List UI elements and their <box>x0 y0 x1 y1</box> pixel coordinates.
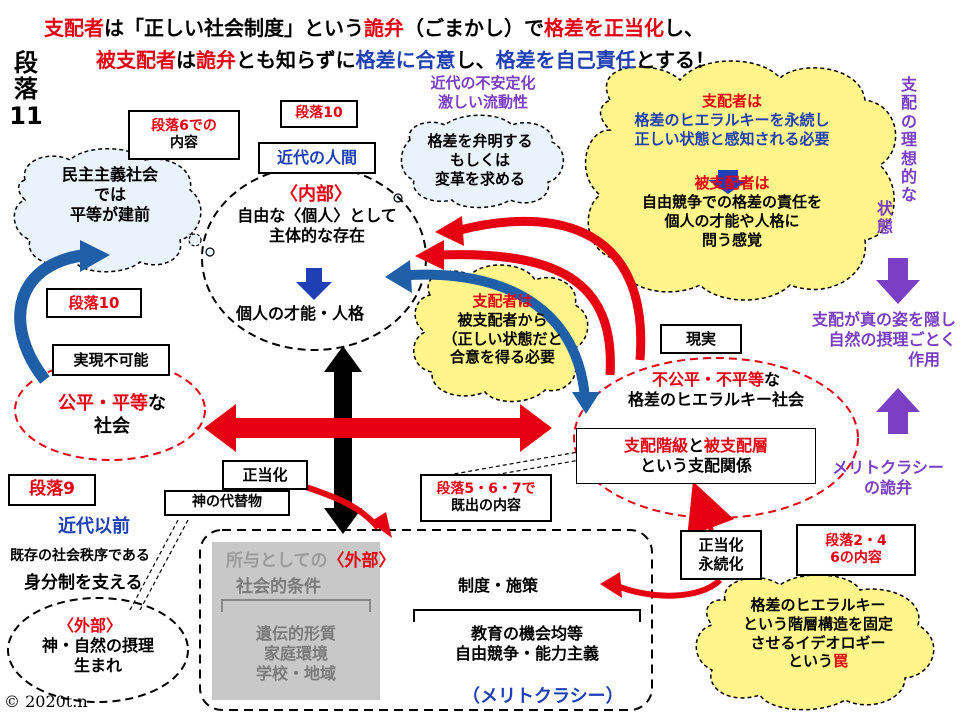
header-consent: 格差に合意 <box>355 48 456 72</box>
brace-gray <box>221 599 371 612</box>
outer-items: 神・自然の摂理 生まれ <box>41 636 154 675</box>
ref-para6-sub: 内容 <box>170 135 198 151</box>
arrow-ruler-head-2 <box>415 240 444 270</box>
outer-small-label: 〈外部〉 <box>58 616 123 635</box>
box-given-outer <box>199 529 653 711</box>
arrow-meritocracy-up <box>876 388 920 434</box>
header-sophistry: 詭弁 <box>364 16 404 40</box>
arrow-democracy-head <box>80 240 110 272</box>
pre-modern-label: 近代以前 <box>58 516 130 537</box>
arrow-inner-outer <box>324 346 362 534</box>
dominance-relation-box: 支配階級と被支配層 という支配関係 <box>576 428 816 484</box>
header-text: し、 <box>664 16 704 40</box>
cloud-consent <box>412 264 589 403</box>
social-conditions-label: 社会的条件 <box>236 577 321 597</box>
header-text: とする！ <box>635 48 716 72</box>
meritocracy-sophistry-label: メリトクラシー の詭弁 <box>832 458 944 497</box>
ref-para6-label: 段落6での <box>151 117 217 134</box>
header-line-2: 被支配者は詭弁とも知らずに格差に合意し、格差を自己責任とする！ <box>96 44 715 73</box>
unstable-label: 近代の不安定化 激しい流動性 <box>430 74 536 111</box>
ref-para10-left-box: 段落10 <box>46 288 142 318</box>
arrow-ruler-curve-1 <box>458 216 646 361</box>
cloud-democracy <box>13 148 215 273</box>
header-line-1: 支配者は「正しい社会制度」という詭弁（ごまかし）で格差を正当化し、 <box>44 12 704 41</box>
inner-label: 〈内部〉 <box>280 184 352 205</box>
arrow-cloud-down <box>708 170 748 194</box>
header-text: は「正しい社会制度」という <box>104 16 364 40</box>
arrow-consent-head <box>385 260 412 293</box>
arrow-inner-down <box>296 268 332 300</box>
section-title-char: 段 <box>14 49 38 77</box>
section-title-number: 11 <box>9 101 43 130</box>
democracy-text: 民主主義社会 では 平等が建前 <box>61 165 158 224</box>
meritocracy-label: （メリトクラシー） <box>462 686 624 707</box>
modern-human-box: 近代の人間 <box>258 142 376 174</box>
header-justify: 格差を正当化 <box>544 16 664 40</box>
header-self-responsibility: 格差を自己責任 <box>495 48 636 72</box>
arrow-ruler-head-1 <box>435 216 464 246</box>
consent-text: 支配者は 被支配者から （正しい状態だと 合意を得る必要 <box>442 292 563 367</box>
justify-small-box: 正当化 <box>222 460 308 490</box>
ref-para2-4-box: 段落2・4 6の内容 <box>796 524 916 576</box>
arrow-ideal-reality <box>204 404 552 452</box>
explain-text: 格差を弁明する もしくは 変革を求める <box>427 132 533 188</box>
arrow-consent-tail <box>572 392 600 414</box>
dashed-connector-left <box>129 519 189 611</box>
arrow-ideal-down <box>876 258 920 304</box>
ruler-requirement-text: 支配者は 格差のヒエラルキーを永続し 正しい状態と感知される必要 被支配者は 自… <box>634 92 830 249</box>
section-title-char: 落 <box>14 75 38 104</box>
ideal-state-vertical-2: 状 態 <box>876 199 893 237</box>
individual-label: 個人の才能・人格 <box>236 304 365 323</box>
header-text: は <box>176 48 196 72</box>
fair-society-label: 公平・平等な 社会 <box>58 393 166 437</box>
existing-order-label: 既存の社会秩序である <box>10 548 150 564</box>
ideal-state-vertical: 支 配 の 理 想 的 な <box>900 75 917 205</box>
box-social-conditions <box>212 542 380 700</box>
header-text: （ごまかし）で <box>404 16 544 40</box>
header-text: し、 <box>455 48 496 72</box>
gray-items: 遺伝的形質 家庭環境 学校・地域 <box>255 624 336 683</box>
arrow-consent-curve <box>409 269 590 401</box>
ellipse-hierarchy-society <box>573 357 859 519</box>
ref-para5-7-box: 段落5・6・7で 既出の内容 <box>420 474 552 522</box>
justify-perpetuate-box: 正当化 永続化 <box>680 530 762 580</box>
arrow-democracy-curve <box>14 249 86 384</box>
ellipse-fair-society <box>14 359 206 461</box>
god-substitute-box: 神の代替物 <box>164 490 290 516</box>
ideology-trap-text: 格差のヒエラルキー という階層構造を固定 させるイデオロギー という罠 <box>742 596 893 671</box>
given-outer-label: 所与としての〈外部〉 <box>226 551 396 571</box>
header-text: とも知らずに <box>236 48 356 72</box>
system-items: 教育の機会均等 自由競争・能力主義 <box>454 624 599 663</box>
ref-para9-box: 段落9 <box>8 474 96 506</box>
inner-lines: 自由な〈個人〉として 主体的な存在 <box>237 206 397 245</box>
system-label: 制度・施策 <box>458 576 539 595</box>
brace-system <box>413 609 641 622</box>
ref-para6-box: 段落6での 内容 <box>128 110 240 160</box>
header-ruled: 被支配者 <box>96 48 176 72</box>
arrow-justify-head <box>370 512 392 538</box>
ellipse-outer-small <box>7 597 189 703</box>
copyright: © 2020t.n <box>4 692 88 711</box>
hide-nature-text: 支配が真の姿を隠し 自然の摂理ごとく 作用 <box>811 310 956 369</box>
impossible-box: 実現不可能 <box>52 344 170 376</box>
cloud-explain <box>393 114 565 209</box>
hierarchy-society-text: 不公平・不平等な 格差のヒエラルキー社会 <box>627 370 804 409</box>
header-ruler: 支配者 <box>44 16 104 40</box>
status-system-label: 身分制を支える <box>24 573 143 593</box>
reality-box: 現実 <box>660 324 742 354</box>
arrow-perpetuate-head <box>600 572 622 598</box>
section-title: 段 落 11 <box>8 49 44 130</box>
header-sophistry: 詭弁 <box>196 48 236 72</box>
arrow-perpetuate-curve <box>613 577 723 599</box>
ref-para10-center-box: 段落10 <box>280 100 358 128</box>
arrow-ruler-curve-2 <box>439 250 615 376</box>
dashed-connector <box>419 451 581 489</box>
cloud-ideology <box>695 574 935 711</box>
arrow-justify-up <box>687 481 734 537</box>
